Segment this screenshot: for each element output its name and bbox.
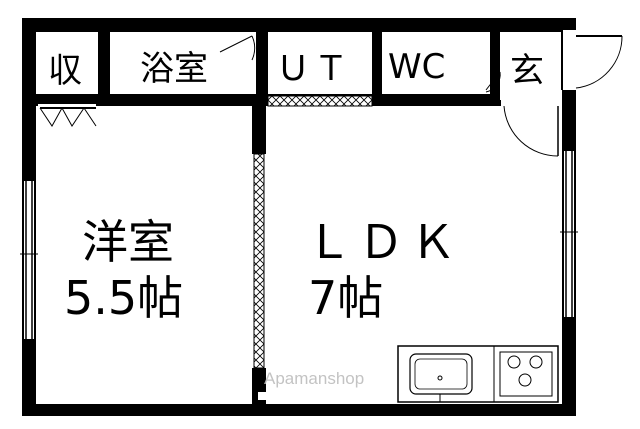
- room-partition: [252, 106, 268, 404]
- left-window: [20, 179, 38, 341]
- western-room-label: 洋室: [82, 215, 174, 269]
- entrance-label: 玄: [510, 51, 544, 91]
- wc-door: [485, 71, 501, 93]
- ldk-size: 7帖: [308, 271, 383, 325]
- upper-vertical-walls: [98, 30, 500, 106]
- watermark: Apamanshop: [264, 369, 364, 388]
- storage-label: 収: [48, 51, 82, 91]
- right-window: [560, 149, 578, 319]
- bath-door: [219, 35, 256, 61]
- storage-doors: [38, 104, 97, 127]
- kitchen-counter: [397, 345, 559, 403]
- entrance-door: [561, 30, 623, 90]
- utility-label: ＵＴ: [276, 49, 352, 89]
- ldk-label: ＬＤＫ: [306, 215, 462, 269]
- bath-label: 浴室: [140, 49, 208, 89]
- western-room-size: 5.5帖: [64, 271, 183, 325]
- toilet-label: WC: [388, 47, 445, 87]
- genkan-door: [499, 94, 562, 157]
